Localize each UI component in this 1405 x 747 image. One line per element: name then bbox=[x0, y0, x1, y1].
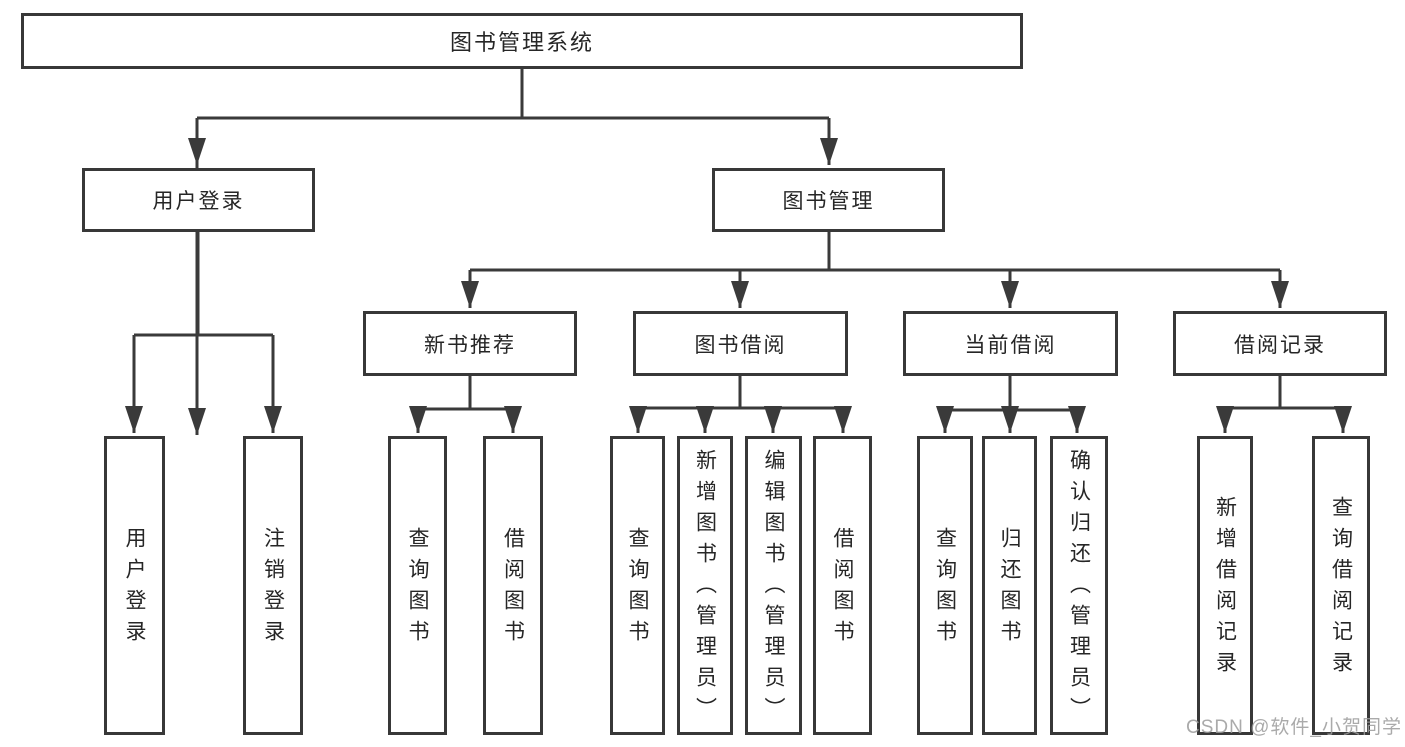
node-current-borrowing: 当前借阅 bbox=[903, 311, 1118, 376]
node-br-query-record: 查询借阅记录 bbox=[1312, 436, 1370, 735]
node-root-system: 图书管理系统 bbox=[21, 13, 1023, 69]
node-book-management: 图书管理 bbox=[712, 168, 945, 232]
connector-root-to-level2 bbox=[188, 69, 829, 435]
connector-bookborrow-children bbox=[629, 376, 852, 433]
node-cb-confirm-return-admin: 确认归还（管理员） bbox=[1050, 436, 1108, 735]
node-logout: 注销登录 bbox=[243, 436, 303, 735]
node-bb-edit-books-admin: 编辑图书（管理员） bbox=[745, 436, 802, 735]
node-br-add-record: 新增借阅记录 bbox=[1197, 436, 1253, 735]
connector-borrowrecords-children bbox=[1216, 376, 1352, 433]
node-user-login: 用户登录 bbox=[82, 168, 315, 232]
node-bb-query-books: 查询图书 bbox=[610, 436, 665, 735]
node-cb-return-books: 归还图书 bbox=[982, 436, 1037, 735]
connector-bookmgmt-to-level3 bbox=[461, 232, 1289, 308]
node-bb-add-books-admin: 新增图书（管理员） bbox=[677, 436, 733, 735]
node-login: 用户登录 bbox=[104, 436, 165, 735]
node-new-book-recommend: 新书推荐 bbox=[363, 311, 577, 376]
node-book-borrowing: 图书借阅 bbox=[633, 311, 848, 376]
connector-currentborrow-children bbox=[936, 376, 1086, 433]
node-cb-query-books: 查询图书 bbox=[917, 436, 973, 735]
node-nb-borrow-books: 借阅图书 bbox=[483, 436, 543, 735]
node-nb-query-books: 查询图书 bbox=[388, 436, 447, 735]
connector-arrows-level2 bbox=[188, 118, 838, 165]
connector-userlogin-children bbox=[125, 232, 282, 433]
csdn-watermark: CSDN @软件_小贺同学 bbox=[1186, 717, 1402, 738]
node-borrow-records: 借阅记录 bbox=[1173, 311, 1387, 376]
connector-newbooks-children bbox=[409, 376, 522, 433]
node-bb-borrow-books: 借阅图书 bbox=[813, 436, 872, 735]
